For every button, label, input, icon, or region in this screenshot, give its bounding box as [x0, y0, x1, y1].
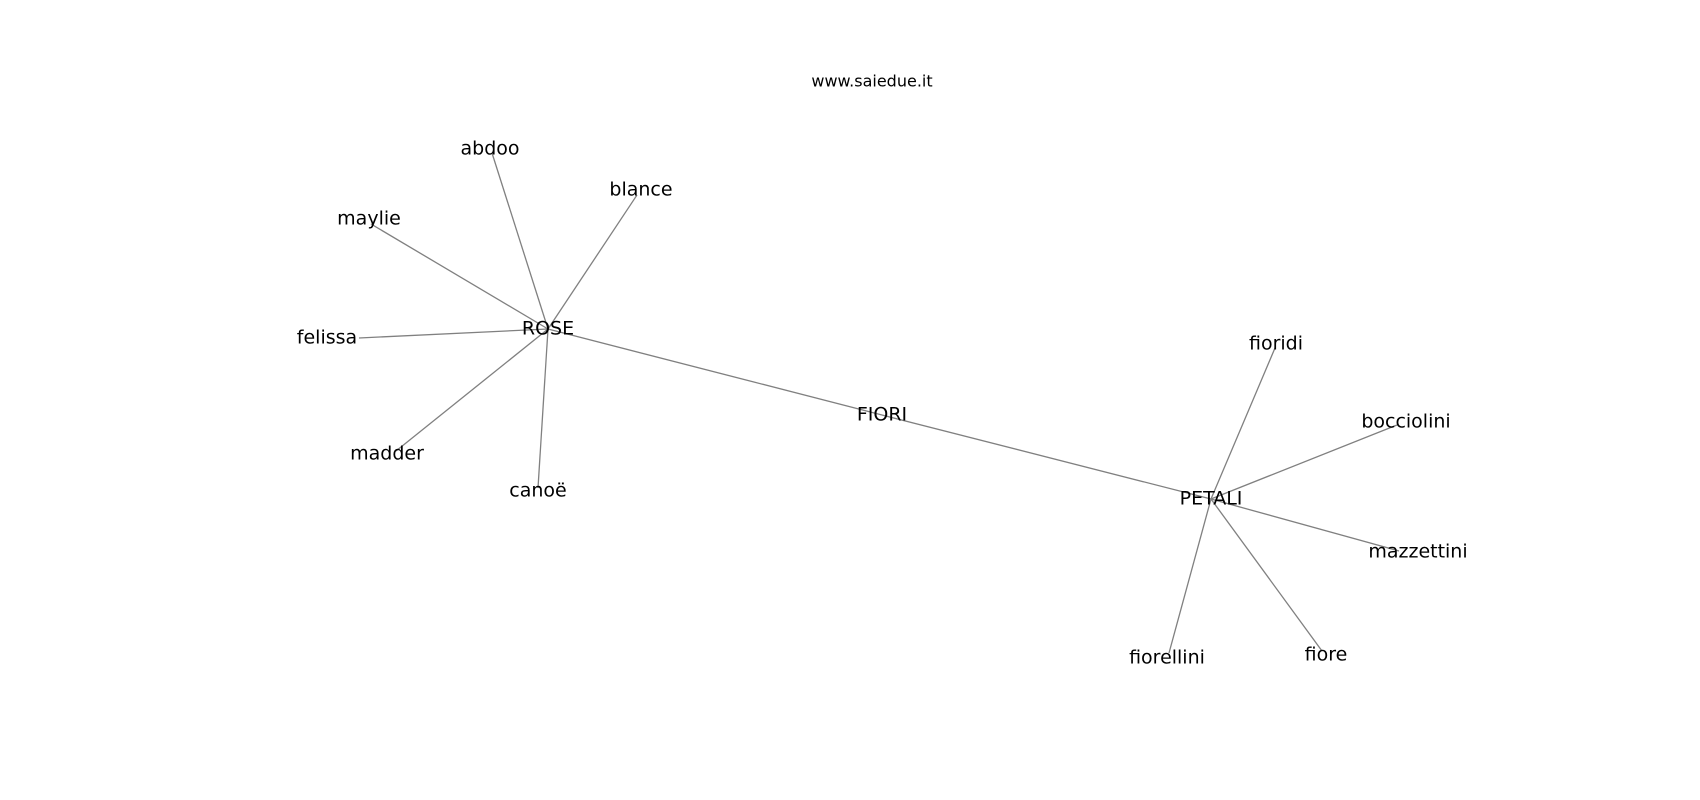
edge-petali-mazzettini — [1210, 498, 1400, 552]
node-label-bocciolini: bocciolini — [1361, 411, 1450, 433]
node-label-maylie: maylie — [337, 208, 401, 230]
node-label-madder: madder — [350, 443, 424, 465]
graph-nodes: FIORI ROSE PETALI abdoo blance maylie felissa m… — [297, 138, 1468, 669]
node-label-mazzettini: mazzettini — [1368, 541, 1467, 563]
edge-petali-fiore — [1210, 498, 1323, 652]
edge-petali-bocciolini — [1210, 424, 1398, 500]
node-label-abdoo: abdoo — [460, 138, 519, 160]
edge-rose-maylie — [370, 223, 549, 330]
edge-rose-madder — [395, 328, 549, 452]
node-label-fiore: fiore — [1305, 644, 1348, 666]
site-url: www.saiedue.it — [811, 72, 932, 91]
node-label-petali: PETALI — [1180, 488, 1243, 510]
edge-fiori-rose — [547, 328, 883, 416]
node-label-fiori: FIORI — [857, 404, 907, 426]
node-label-felissa: felissa — [297, 327, 357, 349]
edge-rose-blance — [547, 194, 638, 330]
node-label-fioridi: fioridi — [1249, 333, 1303, 355]
edge-petali-fioridi — [1210, 347, 1276, 500]
edge-rose-abdoo — [491, 152, 549, 330]
graph-edges — [358, 152, 1400, 654]
node-label-rose: ROSE — [522, 318, 574, 340]
edge-rose-felissa — [358, 328, 549, 339]
edge-petali-fiorellini — [1168, 498, 1212, 654]
node-label-fiorellini: fiorellini — [1129, 647, 1205, 669]
edge-fiori-petali — [881, 414, 1212, 500]
node-label-canoe: canoë — [509, 480, 566, 502]
edge-rose-canoe — [537, 328, 549, 489]
node-label-blance: blance — [609, 179, 672, 201]
